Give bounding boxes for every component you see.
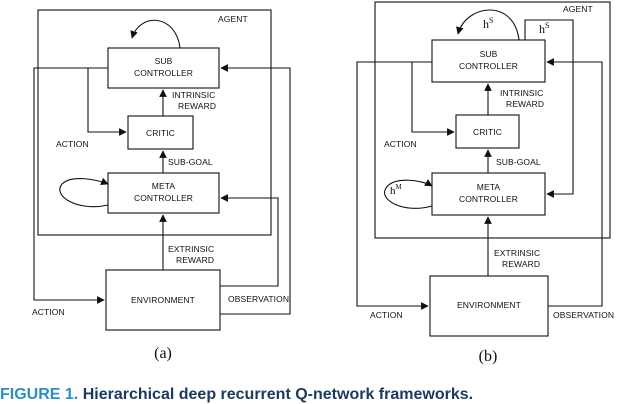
critic-label-b: CRITIC (473, 127, 502, 137)
sub-controller-box-a (107, 47, 220, 89)
action-outer-label-a: ACTION (32, 307, 65, 317)
extrinsic-reward-label-a-2: REWARD (176, 255, 214, 265)
hs-box-h: h (539, 22, 545, 36)
environment-box-b (429, 275, 549, 337)
sub-goal-label-a: SUB-GOAL (168, 157, 213, 167)
observation-label-b: OBSERVATION (553, 310, 614, 320)
caption-text: Hierarchical deep recurrent Q-network fr… (82, 386, 474, 403)
intrinsic-reward-label-a-2: REWARD (178, 101, 216, 111)
action-inner-label-a: ACTION (56, 139, 89, 149)
environment-label-a: ENVIRONMENT (131, 295, 195, 305)
hm-sup: M (396, 183, 403, 191)
sub-self-loop-a (130, 19, 181, 49)
panel-a: AGENT SUB CONTROLLER CRITIC META CONTROL… (32, 9, 291, 362)
sub-self-loop-b (456, 9, 520, 41)
hs-box-label: hS (539, 21, 549, 36)
action-outer-label-b: ACTION (370, 310, 403, 320)
sub-controller-label-a-1: SUB (155, 56, 173, 66)
observation-label-a: OBSERVATION (228, 294, 289, 304)
observation-line-a (220, 64, 291, 315)
hs-loop-label: hS (483, 16, 493, 31)
agent-frame-b (374, 1, 611, 239)
hm-h: h (390, 185, 396, 197)
figure-caption: FIGURE 1. Hierarchical deep recurrent Q-… (0, 386, 626, 404)
extrinsic-reward-label-b-1: EXTRINSIC (494, 248, 540, 258)
observation-line-b (546, 58, 603, 307)
intrinsic-reward-label-a-1: INTRINSIC (172, 90, 215, 100)
environment-label-b: ENVIRONMENT (457, 300, 521, 310)
observation-to-meta-a (220, 194, 279, 287)
hs-loop-h: h (483, 17, 489, 31)
hm-label: hM (390, 183, 403, 197)
critic-box-b (455, 114, 520, 149)
extrinsic-reward-label-b-2: REWARD (502, 259, 540, 269)
meta-controller-label-b-1: META (477, 182, 501, 192)
critic-label-a: CRITIC (146, 128, 175, 138)
meta-controller-label-a-1: META (152, 181, 176, 191)
intrinsic-reward-label-b-1: INTRINSIC (500, 88, 543, 98)
sub-controller-label-b-2: CONTROLLER (459, 61, 518, 71)
panel-b: AGENT SUB CONTROLLER CRITIC META CONTROL… (356, 1, 614, 365)
hs-to-meta-b (524, 19, 574, 198)
sub-controller-label-b-1: SUB (480, 49, 498, 59)
action-to-environment-a (33, 67, 108, 304)
action-to-environment-b (356, 61, 432, 310)
agent-label-a: AGENT (218, 14, 248, 24)
meta-controller-label-a-2: CONTROLLER (134, 193, 193, 203)
agent-frame-a (37, 9, 272, 236)
critic-box-a (127, 115, 194, 150)
caption-number: FIGURE 1. (0, 386, 79, 403)
action-to-critic-b (411, 62, 455, 136)
action-to-critic-a (87, 68, 127, 136)
intrinsic-reward-label-b-2: REWARD (506, 99, 544, 109)
environment-box-a (105, 269, 221, 331)
sub-goal-label-b: SUB-GOAL (496, 157, 541, 167)
meta-self-loop-b (384, 179, 433, 209)
extrinsic-reward-label-a-1: EXTRINSIC (168, 244, 214, 254)
action-inner-label-b: ACTION (384, 139, 417, 149)
hs-loop-sup: S (489, 16, 493, 25)
sub-controller-label-a-2: CONTROLLER (134, 68, 193, 78)
meta-self-loop-a (59, 177, 109, 208)
panel-label-b: (b) (479, 348, 498, 365)
hs-box-sup: S (545, 21, 549, 30)
panel-label-a: (a) (154, 345, 172, 362)
sub-controller-box-b (431, 39, 546, 83)
agent-label-b: AGENT (563, 4, 593, 14)
meta-controller-label-b-2: CONTROLLER (459, 194, 518, 204)
